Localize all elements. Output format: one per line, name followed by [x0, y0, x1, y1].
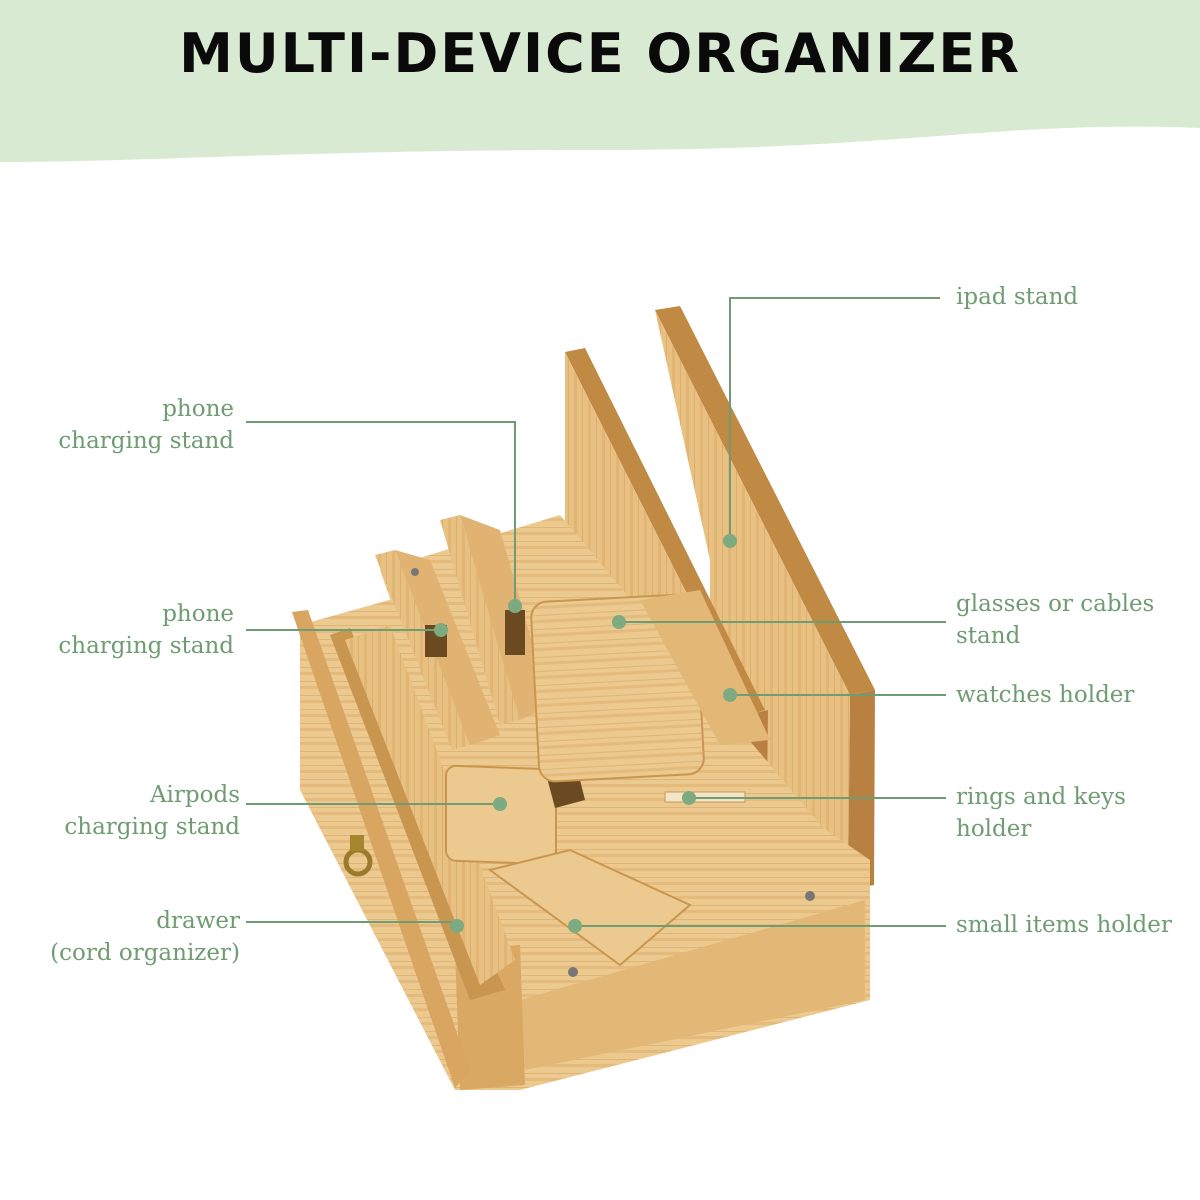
header-banner: [0, 0, 1200, 162]
label-airpods-stand: Airpods charging stand: [64, 782, 240, 840]
label-ipad-stand: ipad stand: [956, 284, 1079, 310]
label-rings-keys-holder: rings and keys holder: [956, 784, 1126, 842]
label-drawer: drawer (cord organizer): [50, 908, 240, 966]
label-glasses-stand: glasses or cables stand: [956, 591, 1155, 649]
phone-stands: [375, 515, 550, 750]
screws: [568, 891, 815, 977]
callout-lines: [246, 297, 946, 927]
callout-dots: [434, 534, 737, 933]
label-phone-stand-1: phone charging stand: [58, 396, 234, 454]
label-phone-stand-2: phone charging stand: [58, 601, 234, 659]
glasses-stand-block: [530, 590, 770, 783]
label-watches-holder: watches holder: [956, 682, 1135, 708]
label-small-items-holder: small items holder: [956, 912, 1172, 938]
ipad-stand-panel: [655, 306, 875, 890]
page-title: MULTI-DEVICE ORGANIZER: [179, 22, 1021, 85]
